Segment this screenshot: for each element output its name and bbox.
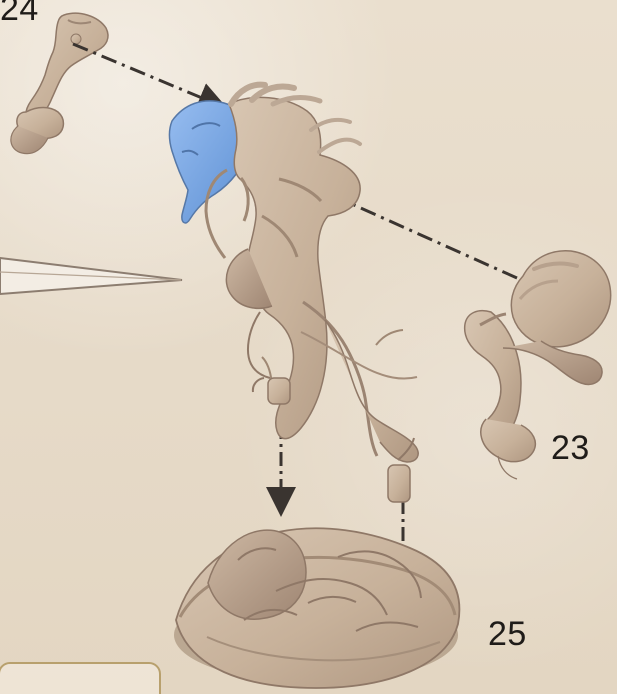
part-number-25: 25	[488, 617, 527, 651]
corner-callout-box	[0, 662, 161, 694]
part-number-23: 23	[551, 431, 590, 465]
part-25-base	[174, 528, 459, 688]
main-creature	[169, 85, 418, 502]
part-24-arm	[11, 13, 108, 153]
left-wedge-shape	[0, 258, 182, 294]
part-number-24: 24	[0, 0, 39, 26]
